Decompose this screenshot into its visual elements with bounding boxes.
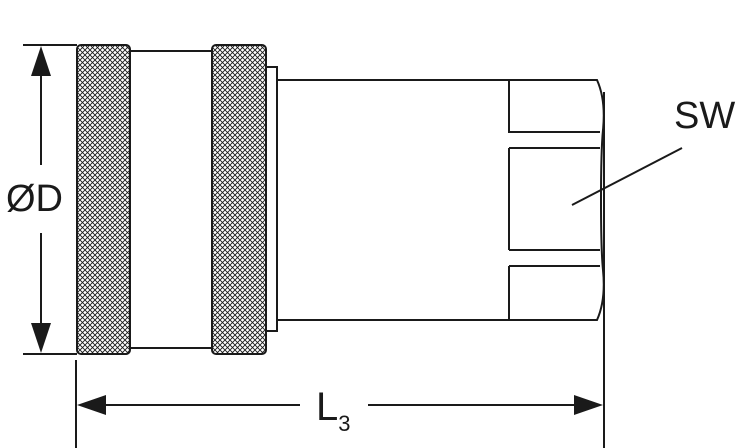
hex-body bbox=[276, 79, 605, 321]
step-flange bbox=[265, 66, 278, 332]
sw-label: SW bbox=[674, 95, 735, 137]
length-label: L3 bbox=[316, 385, 351, 436]
length-label-subscript: 3 bbox=[338, 411, 350, 436]
length-arrow-left bbox=[77, 395, 106, 415]
knurled-ring-left bbox=[76, 44, 131, 355]
length-dimension bbox=[75, 92, 605, 448]
hex-facets bbox=[508, 80, 600, 320]
sw-leader-line bbox=[571, 147, 683, 206]
diameter-arrow-top bbox=[31, 46, 51, 76]
diameter-label: ØD bbox=[6, 178, 63, 220]
knurled-ring-right bbox=[211, 44, 267, 355]
diameter-dimension bbox=[23, 44, 77, 355]
sleeve-body bbox=[129, 50, 213, 349]
diameter-arrow-bottom bbox=[31, 323, 51, 353]
length-arrow-right bbox=[574, 395, 603, 415]
length-label-main: L bbox=[316, 385, 338, 429]
